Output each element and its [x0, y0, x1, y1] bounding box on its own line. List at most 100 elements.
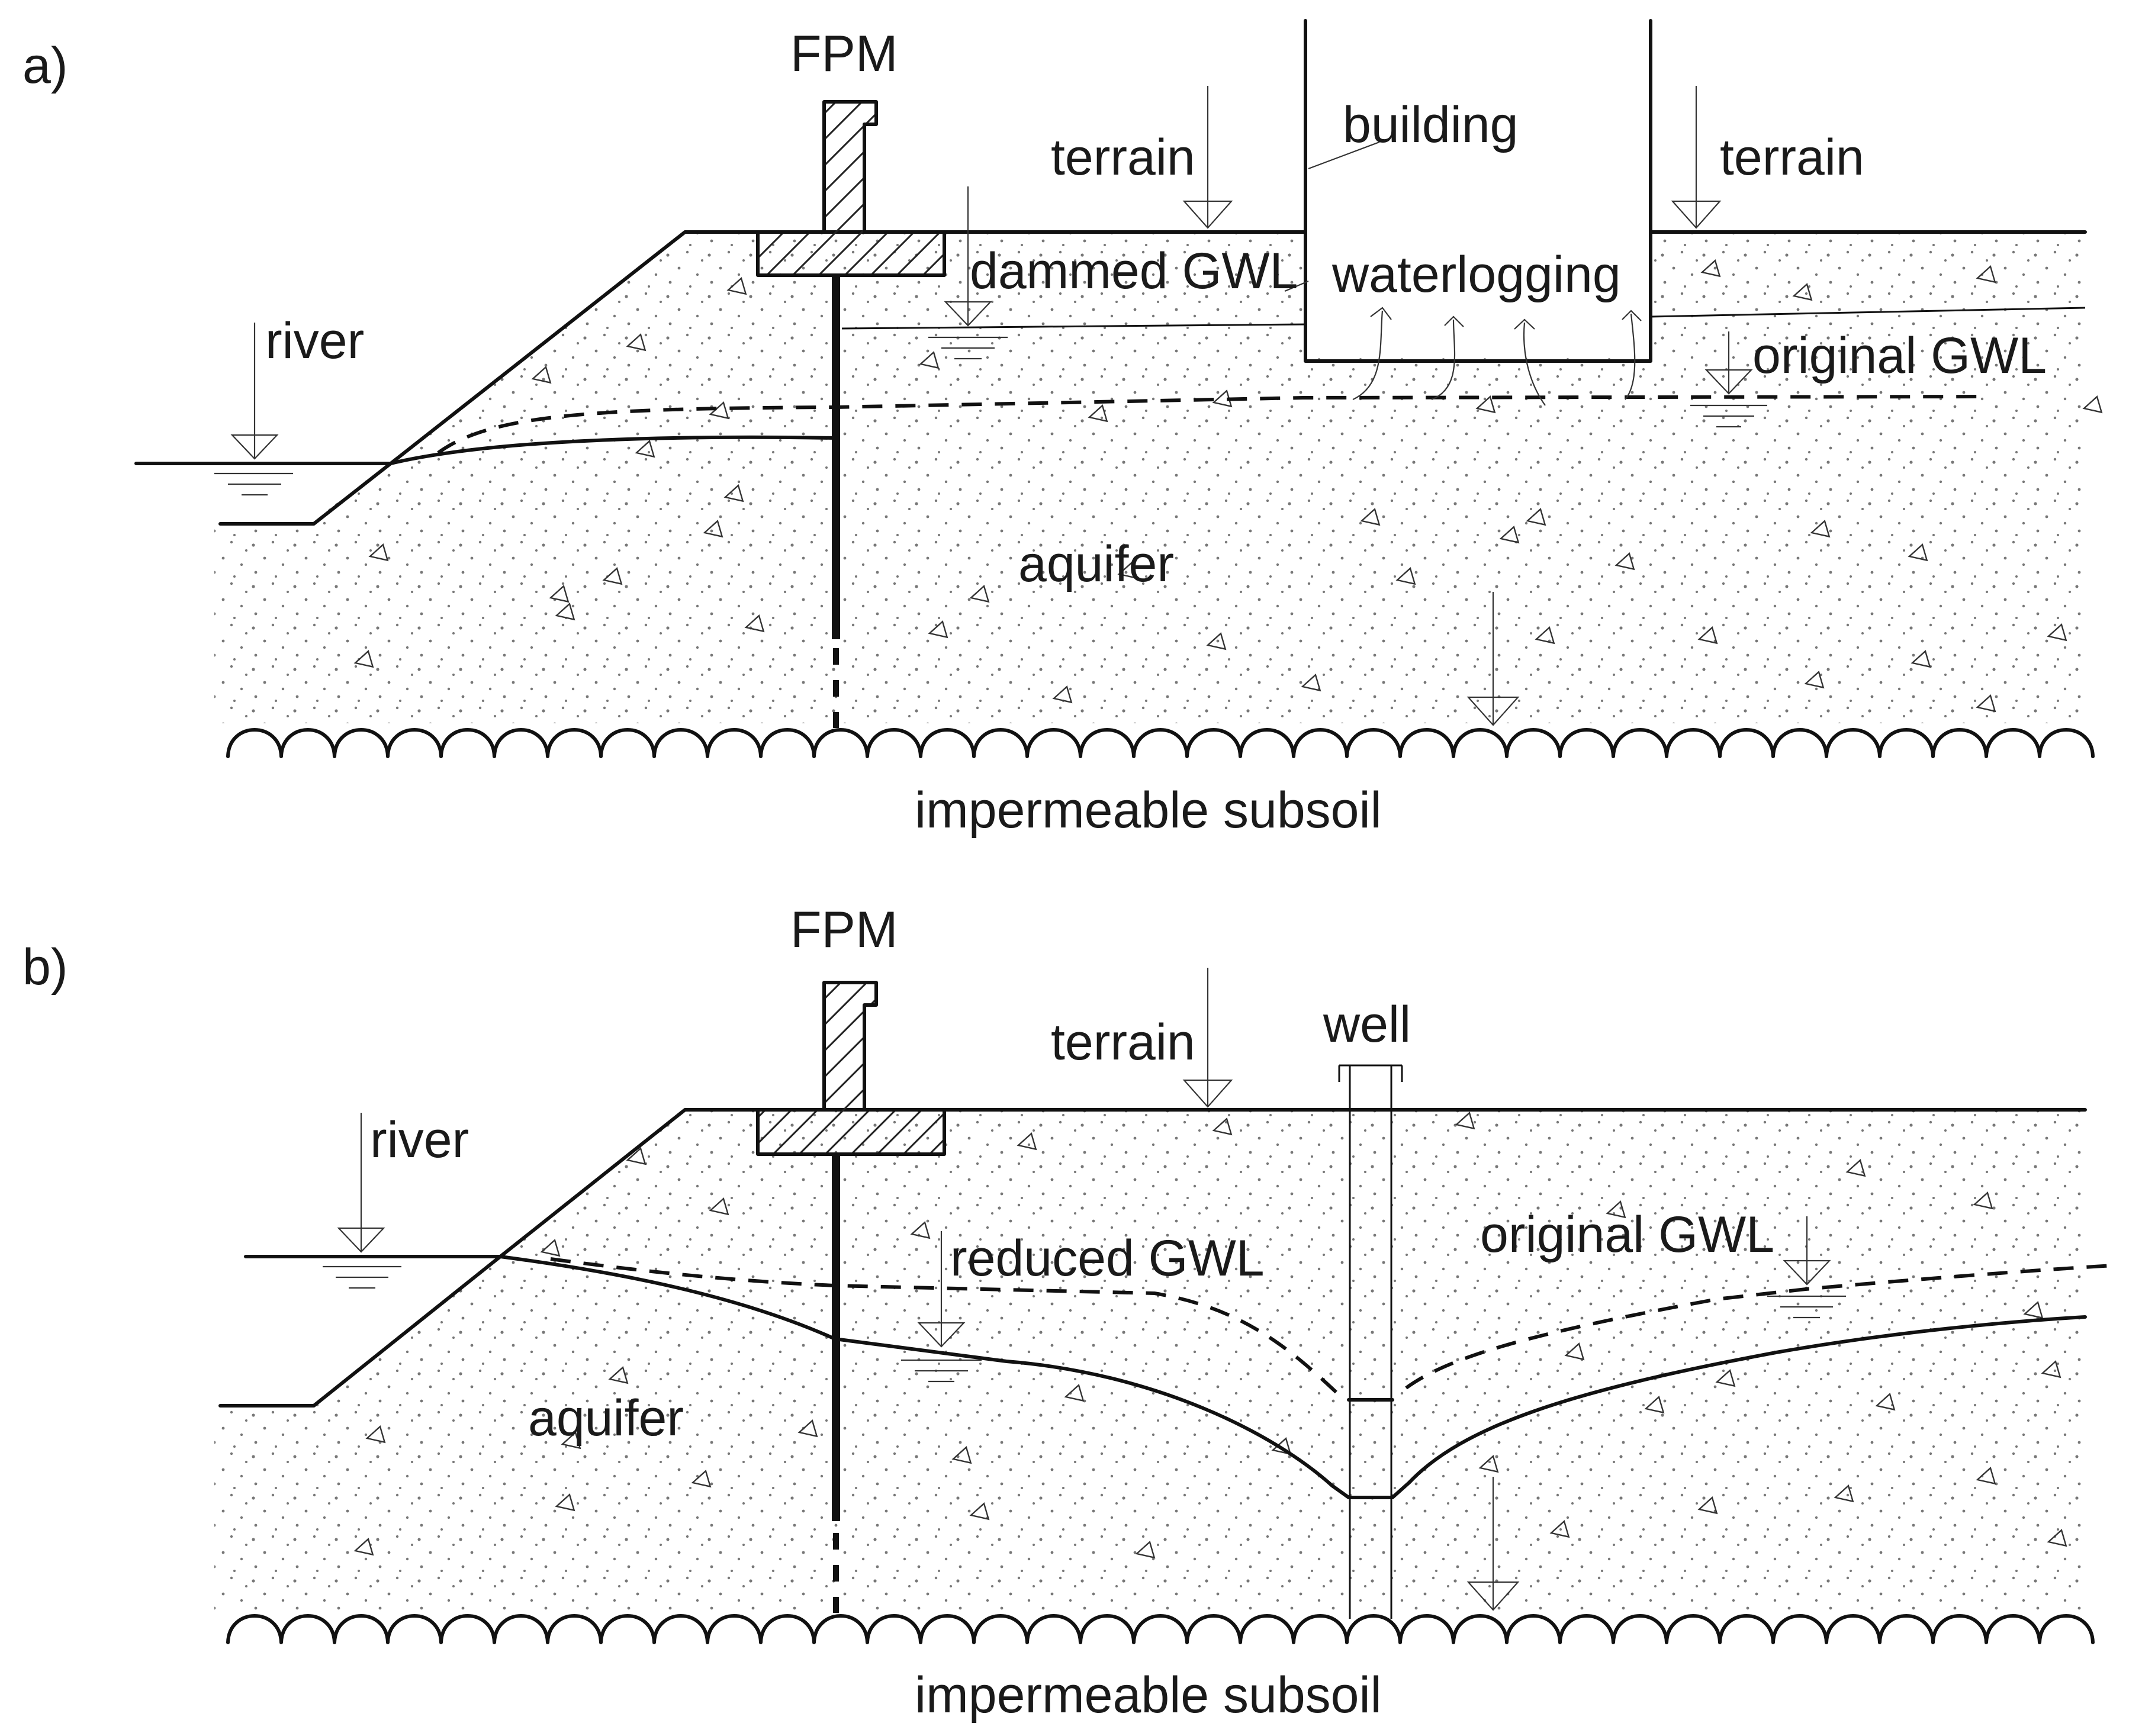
- panel-b-label: b): [22, 939, 67, 996]
- aggregate-pebble: [1478, 1455, 1499, 1473]
- aggregate-pebble: [1064, 1384, 1085, 1402]
- aggregate-pebble: [1875, 1393, 1896, 1411]
- aggregate-pebble: [1475, 395, 1496, 414]
- panel-b-subsoil-marker: [1466, 1477, 1520, 1611]
- aggregate-pebble: [353, 1538, 374, 1556]
- panel-a-original-gwl-marker: [1690, 331, 1767, 428]
- aggregate-pebble: [2047, 623, 2067, 642]
- panel-a-river-bed: [218, 462, 393, 526]
- aggregate-pebble: [969, 585, 990, 603]
- aggregate-pebble: [1644, 1396, 1665, 1414]
- aggregate-pebble: [1614, 552, 1635, 571]
- aggregate-pebble: [1911, 650, 1931, 668]
- panel-b-reduced-gwl-label: reduced GWL: [950, 1230, 1265, 1287]
- panel-a-terrain-right-label: terrain: [1720, 129, 1864, 186]
- aggregate-pebble: [1535, 626, 1555, 645]
- panel-b-river-bed: [218, 1255, 502, 1408]
- panel-a-building-label: building: [1343, 96, 1518, 153]
- aggregate-pebble: [555, 603, 575, 621]
- panel-a-terrain-right-marker: [1671, 86, 1722, 229]
- panel-a-fpm-structure: [756, 100, 946, 728]
- panel-a-aquifer-label: aquifer: [1018, 536, 1174, 592]
- aggregate-pebble: [726, 277, 747, 295]
- panel-a-dammed-leader: [1284, 280, 1309, 292]
- aggregate-pebble: [1455, 1112, 1475, 1130]
- aggregate-pebble: [1606, 1200, 1626, 1219]
- panel-b-fpm-structure: [756, 981, 946, 1613]
- aggregate-pebble: [703, 520, 723, 538]
- aggregate-pebble: [549, 585, 570, 603]
- panel-a-aquifer-soil: [214, 232, 2085, 723]
- panel-a-terrain-line: [134, 230, 2087, 465]
- panel-b-aquifer-label: aquifer: [528, 1390, 684, 1447]
- panel-b-original-gwl-marker: [1767, 1216, 1846, 1319]
- aggregate-pebble: [1715, 1369, 1736, 1387]
- aggregate-pebble: [1697, 1496, 1718, 1515]
- panel-a-terrain-left-label: terrain: [1051, 129, 1195, 186]
- aggregate-pebble: [1360, 508, 1381, 526]
- panel-a-dammed-gwl-label: dammed GWL: [970, 243, 1298, 299]
- panel-a-river-marker: [214, 323, 293, 496]
- panel-a-label: a): [22, 37, 67, 94]
- aggregate-pebble: [1804, 671, 1825, 689]
- aggregate-pebble: [2047, 1529, 2067, 1547]
- panel-b-aquifer-soil: [214, 1110, 2085, 1610]
- aggregate-pebble: [602, 567, 623, 585]
- panel-b-river-marker: [323, 1113, 401, 1289]
- panel-a-terrain-left-marker: [1182, 86, 1233, 229]
- panel-b-pebbles: [353, 1112, 2067, 1559]
- aggregate-pebble: [1976, 265, 1996, 284]
- aggregate-pebble: [709, 401, 729, 420]
- panel-a-dammed-gwl-marker: [928, 186, 1008, 360]
- aggregate-pebble: [1810, 520, 1831, 538]
- aggregate-pebble: [1301, 674, 1321, 692]
- panel-a-seepage-line: [389, 435, 837, 465]
- aggregate-pebble: [2082, 395, 2103, 414]
- panel-a-original-gwl-label: original GWL: [1752, 327, 2047, 384]
- aggregate-pebble: [1206, 632, 1227, 650]
- aggregate-pebble: [1395, 567, 1416, 585]
- aggregate-pebble: [969, 1502, 990, 1521]
- aggregate-pebble: [919, 351, 940, 369]
- aggregate-pebble: [1549, 1520, 1570, 1538]
- panel-a-original-gwl-dashed: [437, 395, 1978, 455]
- aggregate-pebble: [1792, 283, 1813, 301]
- aggregate-pebble: [368, 543, 389, 562]
- aggregate-pebble: [365, 1425, 386, 1444]
- aggregate-pebble: [531, 366, 552, 384]
- aggregate-pebble: [1845, 1159, 1866, 1177]
- aggregate-pebble: [1499, 526, 1520, 544]
- panel-b-original-gwl-label: original GWL: [1480, 1206, 1774, 1263]
- panel-b-terrain-label: terrain: [1051, 1014, 1195, 1071]
- aggregate-pebble: [626, 1147, 647, 1165]
- panel-a: a): [22, 19, 2103, 839]
- aggregate-pebble: [1135, 1541, 1156, 1559]
- aggregate-pebble: [561, 1431, 581, 1450]
- aggregate-pebble: [353, 650, 374, 668]
- panel-b-terrain-line: [244, 1108, 2087, 1258]
- panel-a-fpm-label: FPM: [790, 25, 898, 82]
- aggregate-pebble: [1017, 1132, 1037, 1151]
- aggregate-pebble: [1088, 404, 1108, 423]
- aggregate-pebble: [555, 1493, 575, 1512]
- panel-a-river-label: river: [265, 313, 364, 369]
- aggregate-pebble: [723, 484, 744, 503]
- panel-a-impermeable-subsoil-line: [226, 728, 2095, 758]
- aggregate-pebble: [540, 1239, 561, 1257]
- panel-b-well-label: well: [1323, 996, 1411, 1053]
- aggregate-pebble: [1908, 543, 1928, 562]
- panel-a-original-gwl-right: [1650, 307, 2086, 318]
- panel-b-subsoil-label: impermeable subsoil: [915, 1667, 1382, 1724]
- panel-a-subsoil-marker: [1466, 592, 1520, 726]
- aggregate-pebble: [2041, 1360, 2061, 1379]
- panel-a-waterlogging-arrows: [1352, 307, 1642, 406]
- panel-b-reduced-gwl-line: [498, 1255, 2087, 1499]
- panel-a-pebbles: [353, 259, 2103, 713]
- aggregate-pebble: [626, 333, 647, 352]
- panel-b-impermeable-subsoil-line: [226, 1614, 2095, 1644]
- aggregate-pebble: [1834, 1484, 1854, 1503]
- aggregate-pebble: [1697, 626, 1718, 645]
- aggregate-pebble: [2023, 1301, 2044, 1319]
- panel-a-waterlogging-label: waterlogging: [1331, 246, 1621, 303]
